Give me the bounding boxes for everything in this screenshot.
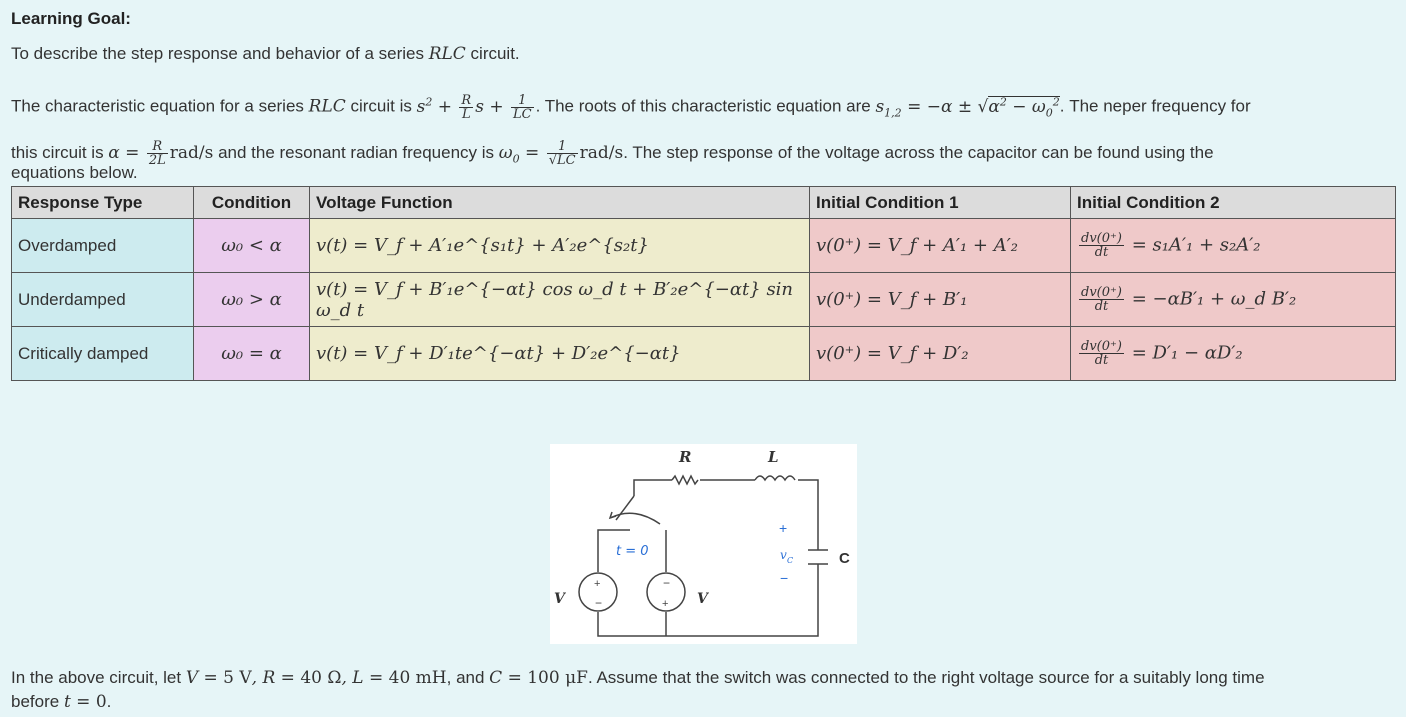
circuit-wires [597, 479, 819, 637]
initial-condition-2-cell: dv(0⁺)dt = −αB′₁ + ω_d B′₂ [1070, 272, 1396, 327]
label-r: R [678, 448, 691, 466]
initial-condition-2-cell: dv(0⁺)dt = s₁A′₁ + s₂A′₂ [1070, 218, 1396, 273]
right-source-minus: − [663, 576, 670, 590]
label-vc: v [780, 548, 787, 562]
initial-condition-1-cell: v(0⁺) = V_f + B′₁ [809, 272, 1071, 327]
learning-goal-title: Learning Goal: [11, 9, 131, 28]
header-condition: Condition [193, 186, 310, 219]
header-initial-condition-1: Initial Condition 1 [809, 186, 1071, 219]
circuit-diagram: + − − + R L C V V t = 0 + v C − [550, 444, 857, 644]
table-header-row: Response Type Condition Voltage Function… [11, 186, 1396, 219]
problem-statement: In the above circuit, let V = 5 V, R = 4… [11, 668, 1265, 712]
label-t0: t = 0 [616, 544, 649, 559]
label-c: C [839, 550, 850, 567]
left-source-minus: − [595, 596, 602, 610]
left-source-plus: + [594, 578, 600, 590]
initial-condition-1-cell: v(0⁺) = V_f + D′₂ [809, 326, 1071, 381]
given-values: V = 5 V, R = 40 Ω, L = 40 mH [185, 668, 447, 688]
table-row: Critically damped ω₀ = α v(t) = V_f + D′… [11, 326, 1396, 381]
circuit-svg: + − − + R L C V V t = 0 + v C − [554, 448, 850, 637]
time-zero: t = 0 [63, 692, 107, 712]
condition-cell: ω₀ > α [193, 272, 310, 327]
label-vc-plus: + [779, 520, 787, 536]
voltage-function-cell: v(t) = V_f + B′₁e^{−αt} cos ω_d t + B′₂e… [309, 272, 810, 327]
header-initial-condition-2: Initial Condition 2 [1070, 186, 1396, 219]
response-type-cell: Underdamped [11, 272, 194, 327]
intro-paragraph: The characteristic equation for a series… [11, 92, 1251, 169]
voltage-function-cell: v(t) = V_f + A′₁e^{s₁t} + A′₂e^{s₂t} [309, 218, 810, 273]
label-v-left: V [554, 591, 567, 607]
given-capacitance: C = 100 μF [489, 668, 588, 688]
condition-cell: ω₀ < α [193, 218, 310, 273]
response-type-cell: Critically damped [11, 326, 194, 381]
label-vc-sub: C [787, 556, 793, 565]
right-voltage-source [646, 572, 686, 612]
intro-paragraph-end: equations below. [11, 163, 138, 182]
label-vc-minus: − [780, 570, 788, 586]
response-type-cell: Overdamped [11, 218, 194, 273]
initial-condition-2-cell: dv(0⁺)dt = D′₁ − αD′₂ [1070, 326, 1396, 381]
header-voltage-function: Voltage Function [309, 186, 810, 219]
header-response-type: Response Type [11, 186, 194, 219]
table-row: Underdamped ω₀ > α v(t) = V_f + B′₁e^{−α… [11, 272, 1396, 327]
switch-symbol [608, 495, 661, 525]
resistor-symbol [671, 474, 699, 486]
initial-condition-1-cell: v(0⁺) = V_f + A′₁ + A′₂ [809, 218, 1071, 273]
learning-goal-text: To describe the step response and behavi… [11, 44, 520, 64]
capacitor-symbol [808, 549, 828, 565]
step-response-table: Response Type Condition Voltage Function… [11, 186, 1396, 381]
label-l: L [767, 448, 779, 466]
table-row: Overdamped ω₀ < α v(t) = V_f + A′₁e^{s₁t… [11, 218, 1396, 273]
inductor-symbol [754, 475, 796, 482]
voltage-function-cell: v(t) = V_f + D′₁te^{−αt} + D′₂e^{−αt} [309, 326, 810, 381]
label-v-right: V [697, 591, 710, 607]
left-voltage-source [578, 572, 618, 612]
right-source-plus: + [662, 598, 668, 610]
roots-equation: s1,2 = −α ± √α2 − ω02 [875, 95, 1060, 120]
condition-cell: ω₀ = α [193, 326, 310, 381]
